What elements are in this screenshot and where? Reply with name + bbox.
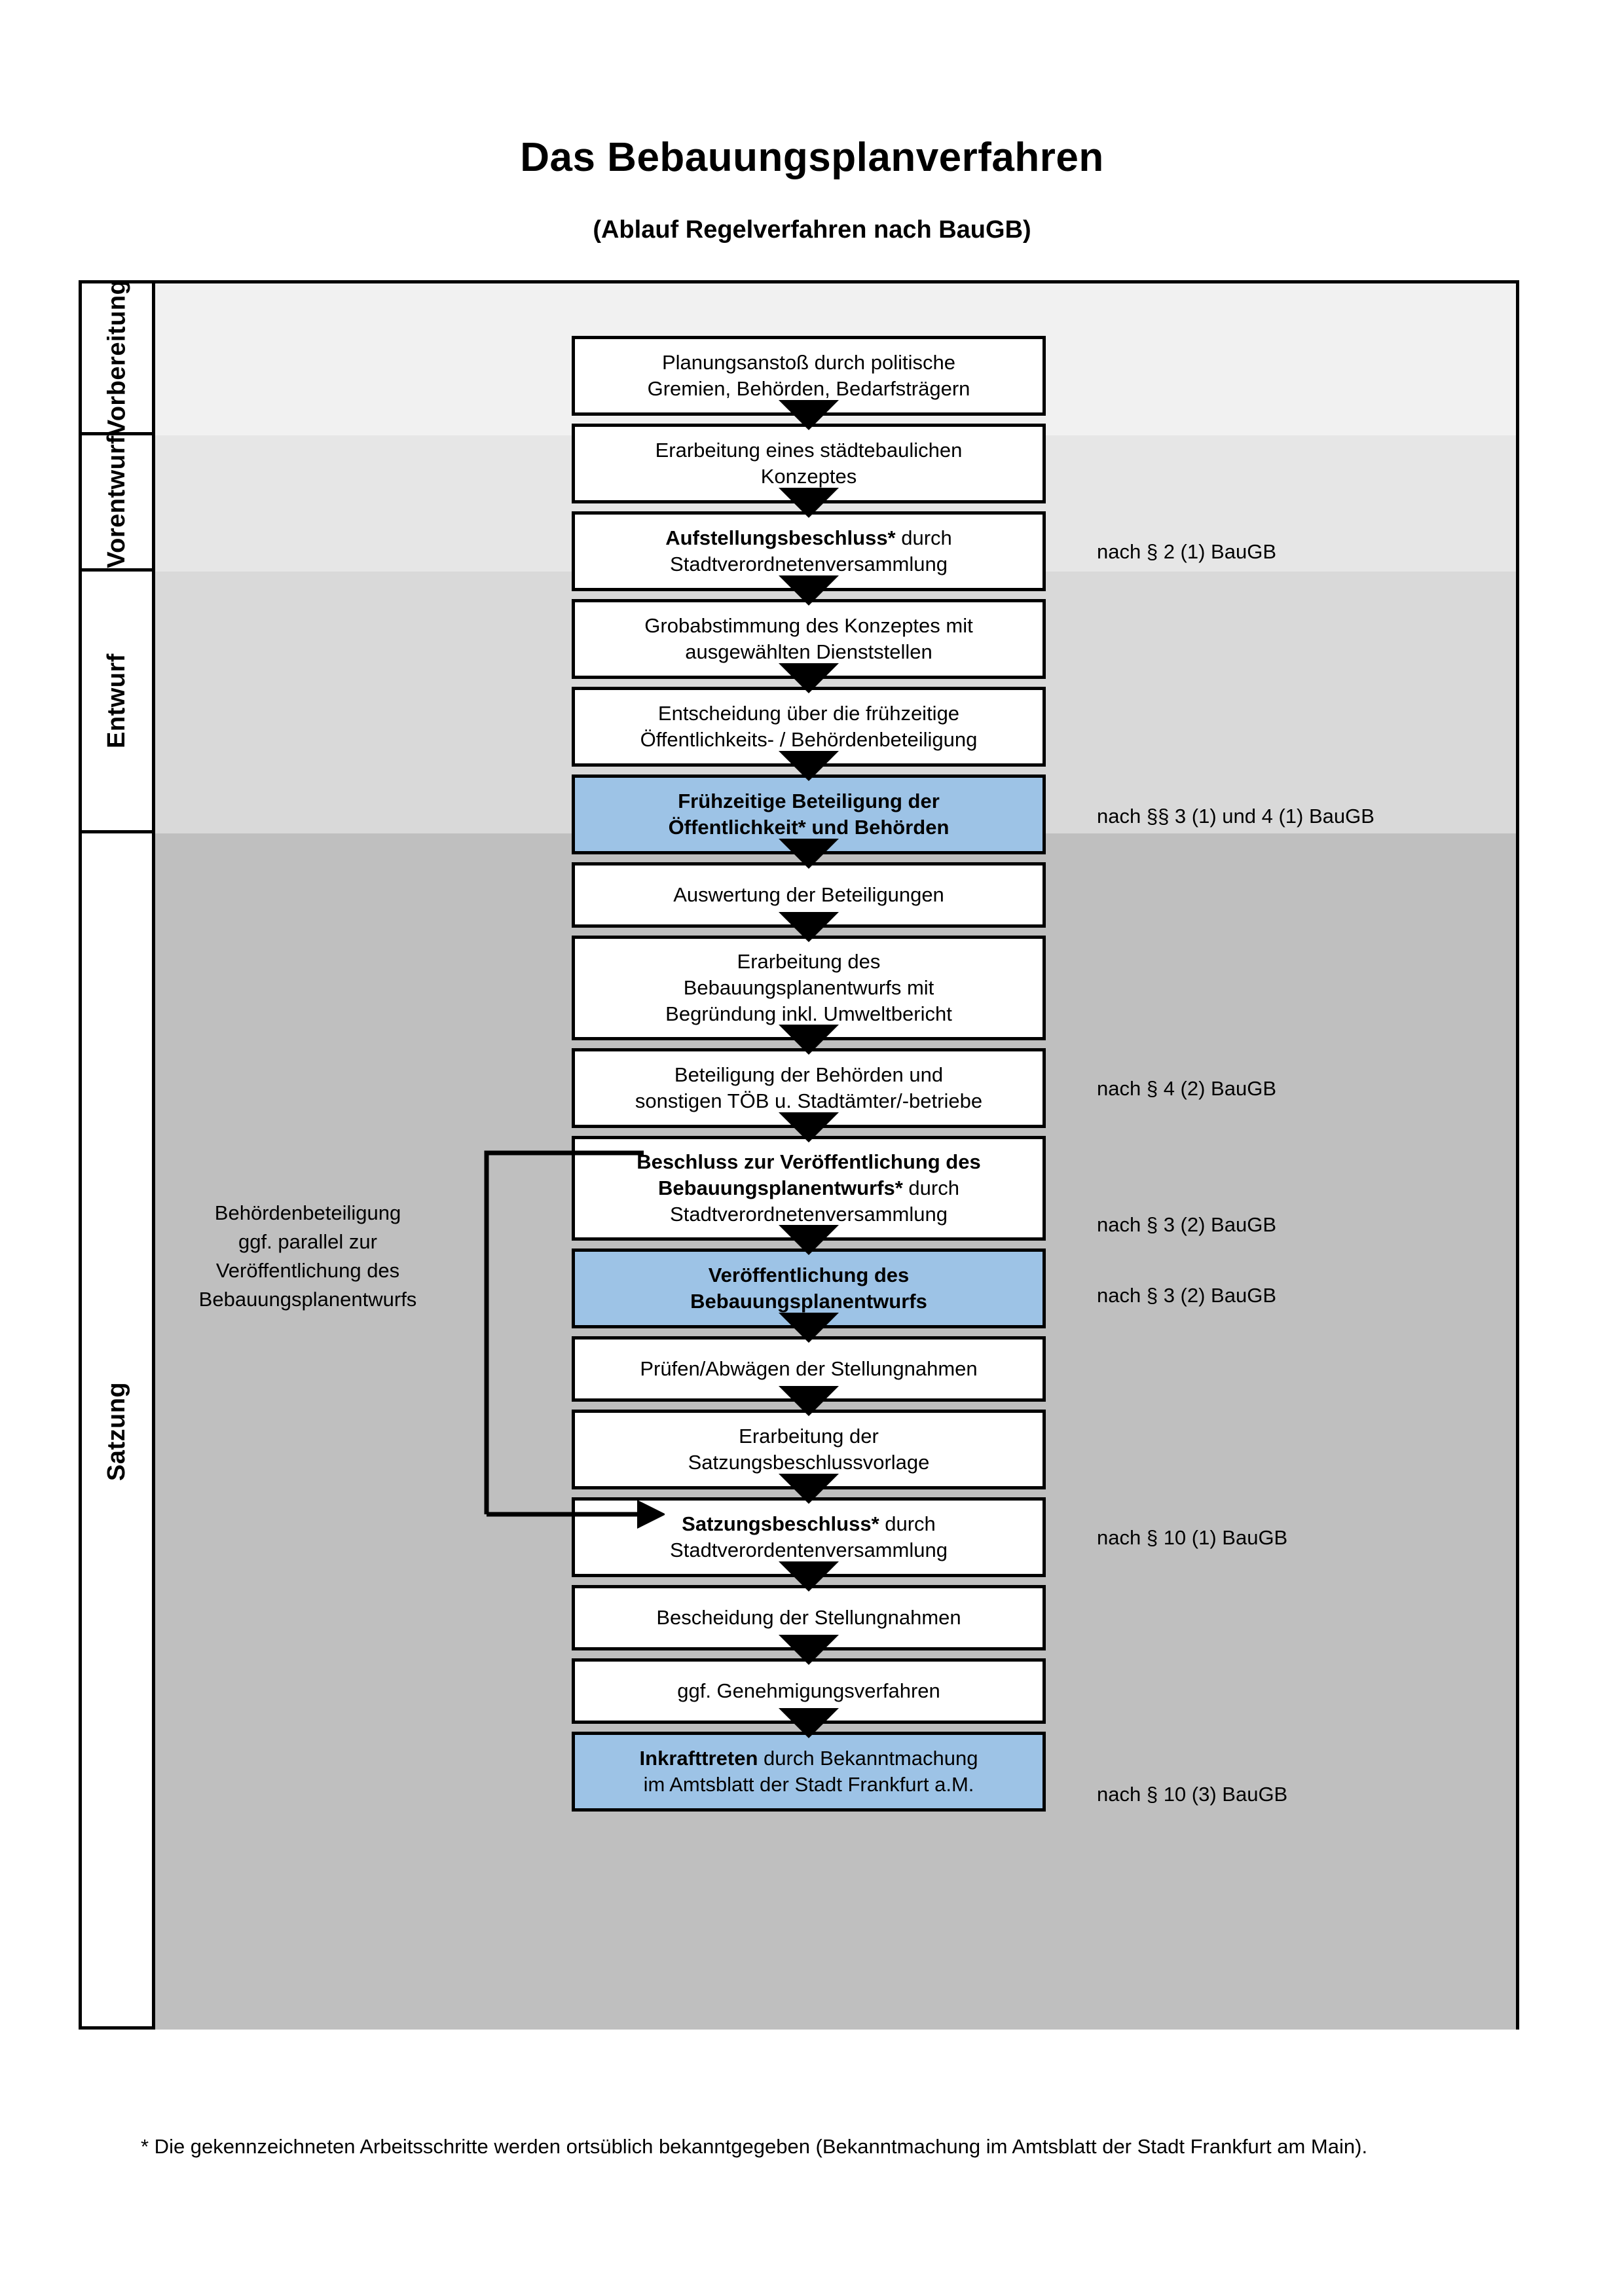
legal-ref-3: nach § 4 (2) BauGB (1097, 1077, 1276, 1100)
arrow-down-15 (779, 1635, 839, 1665)
footnote: * Die gekennzeichneten Arbeitsschritte w… (141, 2135, 1368, 2158)
arrow-down-6 (779, 839, 839, 869)
page-title: Das Bebauungsplanverfahren (520, 135, 1104, 180)
arrow-down-12 (779, 1386, 839, 1416)
phase-label-vorentwurf: Vorentwurf (103, 435, 130, 568)
flowchart-frame: Vorbereitung Vorentwurf Entwurf Satzung … (79, 280, 1519, 2030)
arrow-down-7 (779, 912, 839, 942)
arrow-down-16 (779, 1708, 839, 1738)
side-note-line-1: Behördenbeteiligung (214, 1201, 401, 1224)
arrow-down-9 (779, 1112, 839, 1142)
step-text: ggf. Genehmigungsverfahren (677, 1679, 940, 1702)
phase-cell-vorbereitung: Vorbereitung (82, 279, 152, 437)
side-note-line-3: Veröffentlichung des (215, 1259, 400, 1283)
arrow-down-4 (779, 663, 839, 693)
phase-cell-satzung: Satzung (82, 833, 152, 2030)
step-text: Prüfen/Abwägen der Stellungnahmen (640, 1357, 978, 1380)
arrow-down-3 (779, 575, 839, 606)
legal-ref-2: nach §§ 3 (1) und 4 (1) BauGB (1097, 805, 1375, 828)
step-text: Bescheidung der Stellungnahmen (656, 1605, 961, 1629)
arrow-down-11 (779, 1313, 839, 1343)
phase-column: Vorbereitung Vorentwurf Entwurf Satzung (82, 279, 155, 2026)
arrow-down-1 (779, 400, 839, 430)
side-note-line-4: Bebauungsplanentwurfs (198, 1288, 417, 1311)
side-note-line-2: ggf. parallel zur (238, 1230, 377, 1254)
arrow-down-5 (779, 751, 839, 781)
phase-label-vorbereitung: Vorbereitung (103, 279, 131, 437)
arrow-down-13 (779, 1474, 839, 1504)
legal-ref-1: nach § 2 (1) BauGB (1097, 540, 1276, 563)
arrow-down-10 (779, 1225, 839, 1255)
legal-ref-4: nach § 3 (2) BauGB (1097, 1213, 1276, 1236)
legal-ref-5: nach § 3 (2) BauGB (1097, 1284, 1276, 1307)
phase-label-satzung: Satzung (103, 1381, 130, 1482)
phase-label-entwurf: Entwurf (103, 653, 130, 748)
step-text: Auswertung der Beteiligungen (673, 883, 944, 906)
side-note-parallel: Behördenbeteiligung ggf. parallel zur Ve… (160, 1199, 455, 1314)
arrow-down-2 (779, 488, 839, 518)
phase-cell-vorentwurf: Vorentwurf (82, 435, 152, 572)
legal-ref-6: nach § 10 (1) BauGB (1097, 1526, 1288, 1549)
page-subtitle: (Ablauf Regelverfahren nach BauGB) (593, 216, 1031, 244)
legal-ref-7: nach § 10 (3) BauGB (1097, 1783, 1288, 1806)
arrow-down-8 (779, 1025, 839, 1055)
arrow-down-14 (779, 1561, 839, 1592)
phase-cell-entwurf: Entwurf (82, 572, 152, 833)
